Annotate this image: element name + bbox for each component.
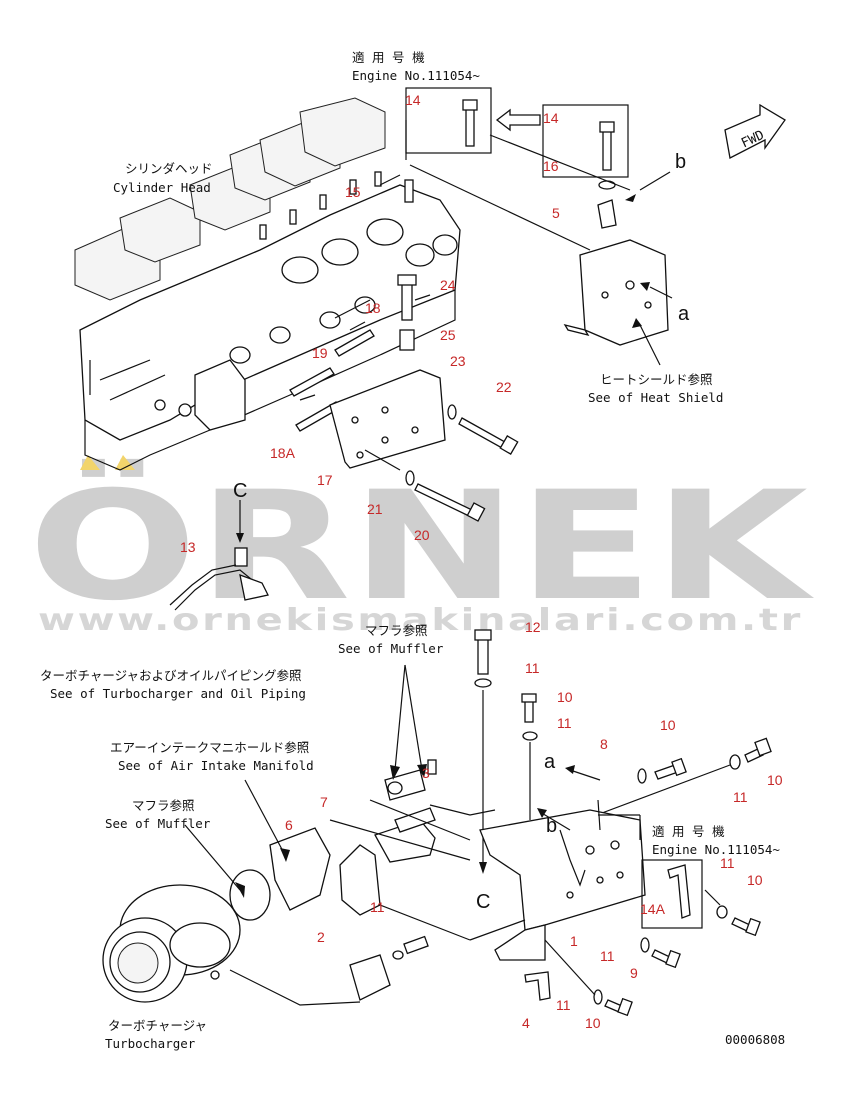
watermark-accent <box>80 455 100 470</box>
callout-11-d: 11 <box>370 899 385 915</box>
watermark: ÖRNEK www.ornekismakinalari.com.tr <box>28 455 814 638</box>
applicable-label-top: 適 用 号 機 <box>352 50 425 65</box>
turbo-oil-label-ja: ターボチャージャおよびオイルパイピング参照 <box>40 668 302 683</box>
watermark-accent <box>115 455 135 470</box>
muffler-label-ja-1: マフラ参照 <box>365 623 428 638</box>
callout-18: 18 <box>365 300 381 316</box>
callout-6: 6 <box>285 817 293 833</box>
callout-4: 4 <box>522 1015 530 1031</box>
callout-10-e: 10 <box>585 1015 601 1031</box>
text-labels: 適 用 号 機 Engine No.111054~ シリンダヘッド Cylind… <box>40 50 785 1051</box>
callout-12: 12 <box>525 619 541 635</box>
heat-shield-label-ja: ヒートシールド参照 <box>600 372 713 387</box>
oil-pipe-13 <box>169 500 269 611</box>
main-bracket-1 <box>479 799 646 961</box>
bolt-14-inset <box>405 87 541 160</box>
callout-11-a: 11 <box>525 660 540 676</box>
reference-letters: b a C a b C <box>233 151 690 913</box>
bolt-10-washer-11-right <box>569 737 772 826</box>
leader-lines-upper <box>299 134 673 471</box>
callout-24: 24 <box>440 277 456 293</box>
muffler-label-en-2: See of Muffler <box>105 816 211 831</box>
callout-9: 9 <box>630 965 638 981</box>
ref-letter-c-upper: C <box>233 480 247 502</box>
engine-cylinder-head-drawing <box>74 97 461 471</box>
turbocharger-drawing <box>102 869 361 1006</box>
muffler-label-en-1: See of Muffler <box>338 641 444 656</box>
ref-letter-c-lower: C <box>476 891 490 913</box>
ref-letter-b-lower: b <box>546 815 557 837</box>
callout-17: 17 <box>317 472 333 488</box>
cylinder-head-label-ja: シリンダヘッド <box>125 161 213 176</box>
applicable-label-bottom: 適 用 号 機 <box>652 824 725 839</box>
callout-10-a: 10 <box>557 689 573 705</box>
parts-3-7-6-2 <box>269 759 471 1001</box>
muffler-label-ja-2: マフラ参照 <box>132 798 195 813</box>
air-intake-label-ja: エアーインテークマニホールド参照 <box>110 740 309 755</box>
callout-21: 21 <box>367 501 383 517</box>
ref-letter-a-upper: a <box>678 303 690 325</box>
callout-19: 19 <box>312 345 328 361</box>
bracket-4 <box>524 971 551 1001</box>
bracket-14A-inset <box>641 859 761 937</box>
callout-23: 23 <box>450 353 466 369</box>
heat-shield-label-en: See of Heat Shield <box>588 390 723 405</box>
watermark-url: www.ornekismakinalari.com.tr <box>38 603 803 638</box>
bolt-12-washer-11 <box>474 629 492 874</box>
callout-14-left: 14 <box>405 92 421 108</box>
callout-11-e: 11 <box>720 855 735 871</box>
callout-1: 1 <box>570 933 578 949</box>
callout-22: 22 <box>496 379 512 395</box>
engine-no-label-bottom: Engine No.111054~ <box>652 842 780 857</box>
ref-letter-b-upper: b <box>675 151 686 173</box>
callout-18A: 18A <box>270 445 296 461</box>
arrow-a-lower <box>565 765 601 781</box>
turbo-label-en: Turbocharger <box>105 1036 196 1051</box>
callout-14-right: 14 <box>543 110 559 126</box>
fwd-arrow-icon: FWD <box>724 103 786 159</box>
bolt-10-washer-8 <box>637 757 687 784</box>
ref-letter-a-lower: a <box>544 751 556 773</box>
callout-14A: 14A <box>640 901 666 917</box>
cylinder-head-label-en: Cylinder Head <box>113 180 211 195</box>
turbo-label-ja: ターボチャージャ <box>108 1018 207 1033</box>
turbo-oil-label-en: See of Turbocharger and Oil Piping <box>50 686 306 701</box>
engine-no-label-top: Engine No.111054~ <box>352 68 480 83</box>
bolt-22-washer-23 <box>447 404 519 455</box>
callout-10-d: 10 <box>747 872 763 888</box>
callout-2: 2 <box>317 929 325 945</box>
callout-11-f: 11 <box>600 948 615 964</box>
drawing-number: 00006808 <box>725 1032 785 1047</box>
leader-lines-lower <box>184 664 571 941</box>
part-callouts: 14 14 16 5 15 24 18 25 19 23 22 18A 17 2… <box>180 92 783 1031</box>
callout-11-b: 11 <box>557 715 572 731</box>
callout-11-g: 11 <box>556 997 571 1013</box>
studs <box>289 299 375 432</box>
heat-shield-bracket <box>563 239 669 346</box>
callout-15: 15 <box>345 184 361 200</box>
bolt-9-washer-11 <box>640 937 681 969</box>
air-intake-label-en: See of Air Intake Manifold <box>118 758 314 773</box>
callout-3: 3 <box>422 765 430 781</box>
bolt-10-washer-11-center <box>521 693 538 820</box>
callout-10-b: 10 <box>660 717 676 733</box>
bolt-10-washer-11-lower <box>544 939 633 1017</box>
bolt-24-spacer-25 <box>397 274 417 351</box>
bolt-20-washer-21 <box>405 470 486 522</box>
callout-25: 25 <box>440 327 456 343</box>
callout-8: 8 <box>600 736 608 752</box>
callout-10-c: 10 <box>767 772 783 788</box>
callout-7: 7 <box>320 794 328 810</box>
callout-16: 16 <box>543 158 559 174</box>
callout-13: 13 <box>180 539 196 555</box>
callout-11-c: 11 <box>733 789 748 805</box>
callout-20: 20 <box>414 527 430 543</box>
bracket-17 <box>329 369 446 469</box>
bolt-14-washer-16-clip-5 <box>542 104 629 229</box>
callout-5: 5 <box>552 205 560 221</box>
